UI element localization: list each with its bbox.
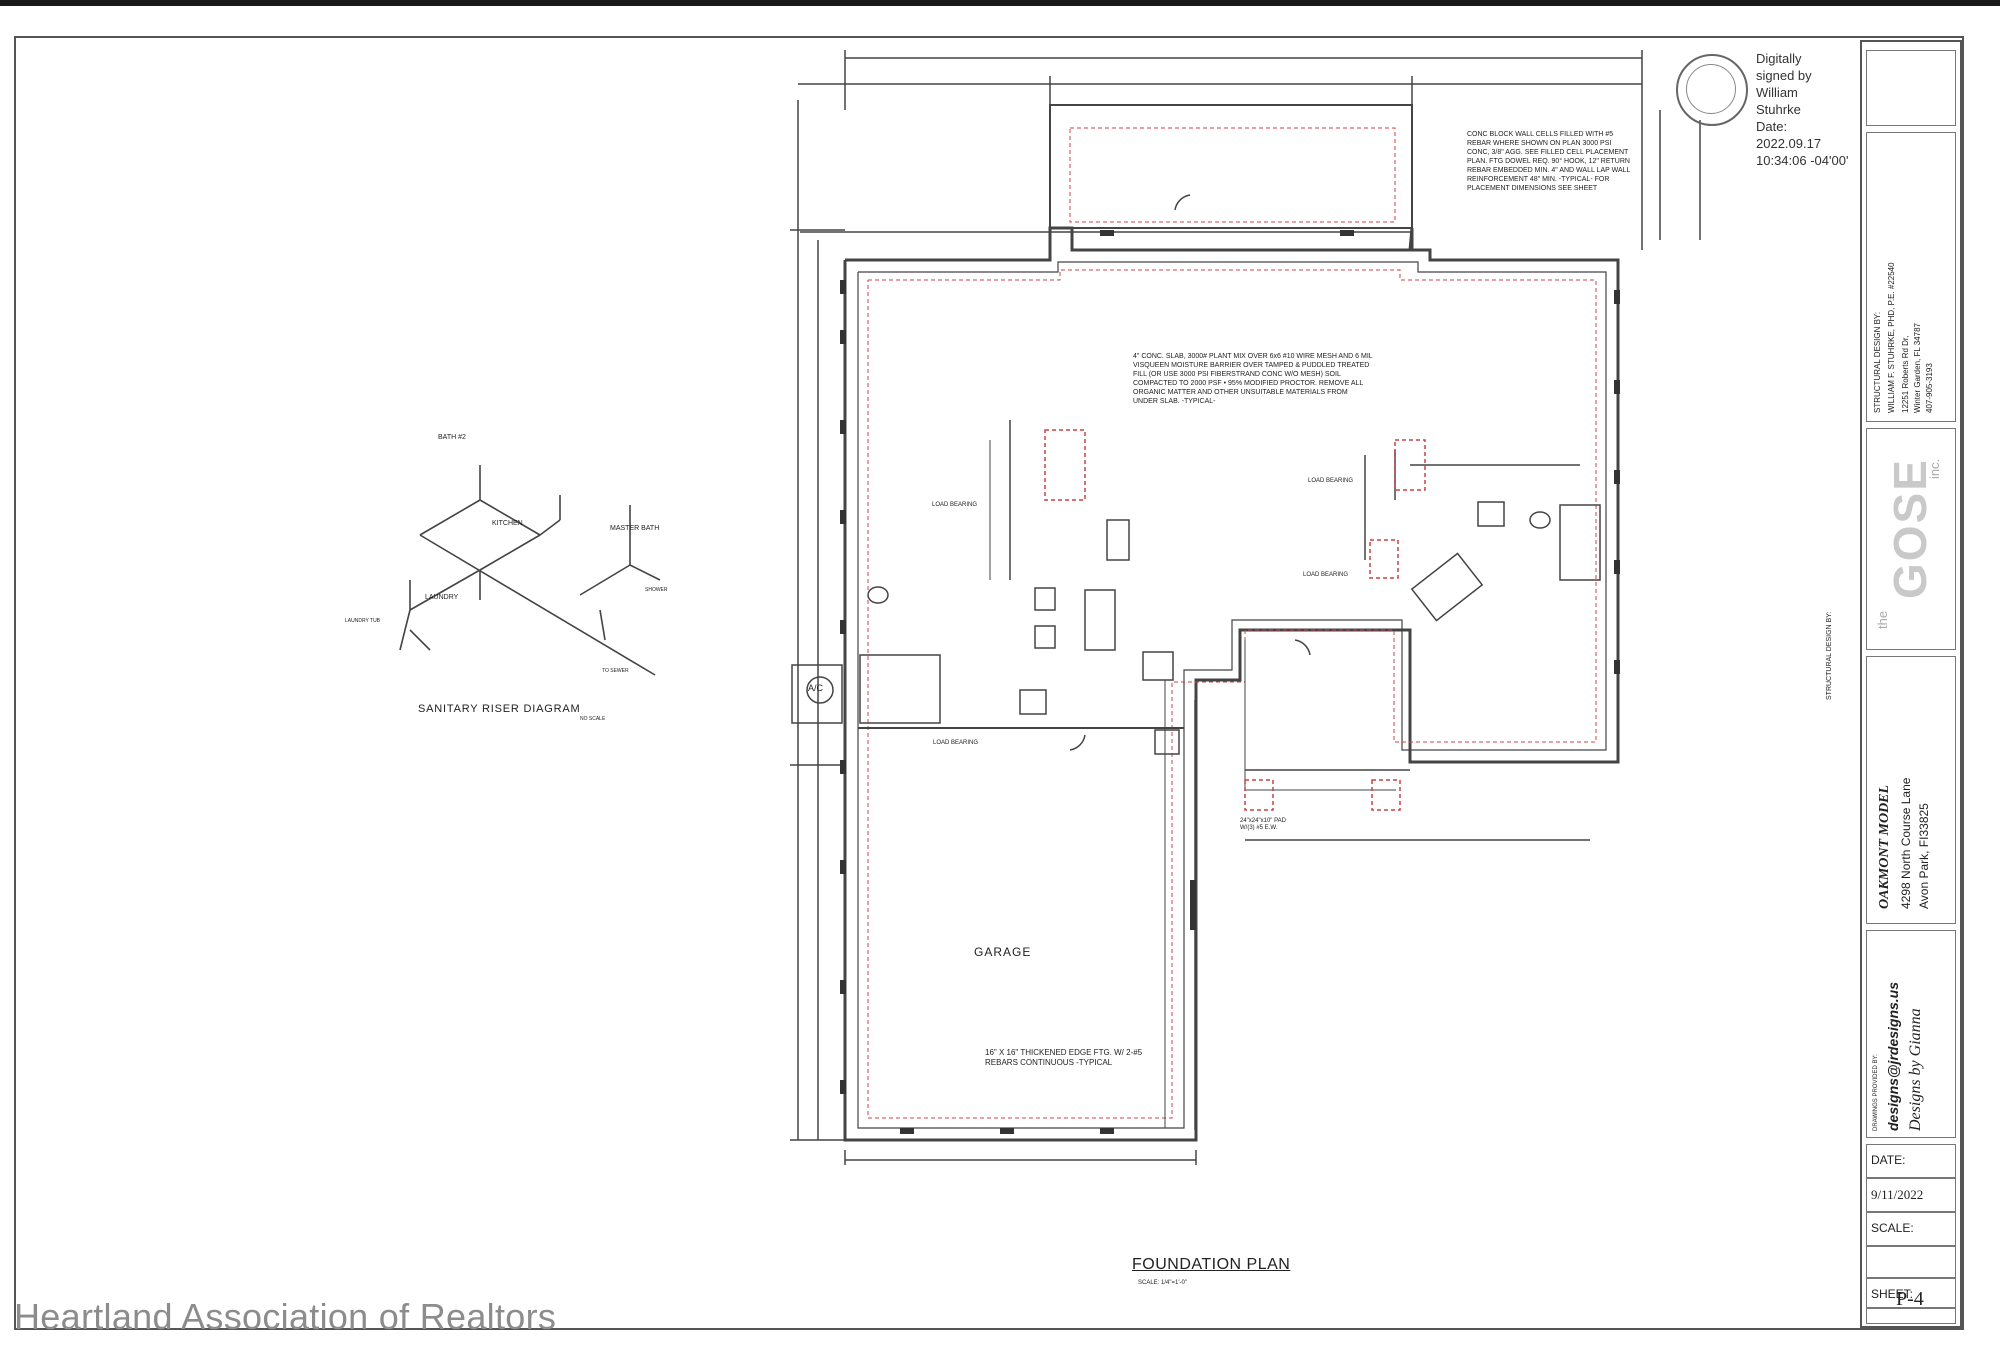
- scale-label: SCALE:: [1871, 1221, 1914, 1235]
- drawings-by-label: DRAWINGS PROVIDED BY:: [1873, 1054, 1879, 1131]
- logo-the: the: [1875, 610, 1890, 629]
- load-bearing-label: LOAD BEARING: [1308, 478, 1354, 484]
- gose-logo: GOSE: [1884, 458, 1936, 599]
- engineer-vertical-note: STRUCTURAL DESIGN BY:: [1826, 611, 1833, 700]
- sheet-number: P-4: [1896, 1288, 1924, 1310]
- project-city: Avon Park, FI33825: [1917, 803, 1931, 909]
- sheet-label: SHEET:: [1871, 1287, 1914, 1301]
- block-wall-note: CONC BLOCK WALL CELLS FILLED WITH #5 REB…: [1467, 131, 1631, 192]
- sanitary-riser-diagram: [399, 465, 661, 676]
- signature-line: Stuhrke: [1756, 102, 1801, 117]
- riser-scale: NO SCALE: [580, 716, 606, 722]
- signature-line: William: [1756, 85, 1798, 100]
- title-block-header-cell: [1866, 50, 1956, 126]
- riser-title: SANITARY RISER DIAGRAM: [418, 703, 581, 715]
- signature-line: Digitally: [1756, 51, 1802, 66]
- engineer-name: WILLIAM F. STUHRKE, PHD, P.E. #22540: [1887, 262, 1896, 413]
- riser-label: TO SEWER: [602, 668, 629, 674]
- date-label: DATE:: [1871, 1153, 1906, 1167]
- garage-label: GARAGE: [974, 945, 1032, 959]
- logo-inc: inc.: [1927, 458, 1942, 479]
- signature-date: 2022.09.17: [1756, 136, 1822, 151]
- riser-label: SHOWER: [645, 587, 668, 593]
- date-value: 9/11/2022: [1871, 1187, 1924, 1202]
- house-outline: [843, 226, 1620, 1142]
- sheet-label-cell: SHEET:: [1866, 1278, 1956, 1308]
- design-by-label: STRUCTURAL DESIGN BY:: [1873, 311, 1882, 413]
- thickened-edge-note: 16" X 16" THICKENED EDGE FTG. W/ 2-#5 RE…: [985, 1048, 1143, 1067]
- ac-label: A/C: [808, 683, 824, 693]
- pad-label: 24"x24"x10" PAD W/(3) #5 E.W.: [1240, 818, 1286, 831]
- load-bearing-label: LOAD BEARING: [932, 502, 978, 508]
- riser-label: KITCHEN: [492, 520, 523, 527]
- load-bearing-label: LOAD BEARING: [1303, 572, 1349, 578]
- rear-porch: [1049, 104, 1413, 229]
- date-label-cell: DATE:: [1866, 1144, 1956, 1178]
- riser-label: LAUNDRY: [425, 594, 459, 601]
- engineer-phone: 407-905-3193: [1925, 363, 1934, 413]
- engineer-address-1: 12251 Roberts Rd Dr,: [1901, 335, 1910, 413]
- plan-title: FOUNDATION PLAN: [1132, 1256, 1291, 1273]
- project-model: OAKMONT MODEL: [1877, 784, 1892, 909]
- signature-line: signed by: [1756, 68, 1812, 83]
- scale-label-cell: SCALE:: [1866, 1212, 1956, 1246]
- drafter-email: designs@jrdesigns.us: [1885, 981, 1901, 1131]
- riser-label: MASTER BATH: [610, 525, 660, 532]
- plan-scale: SCALE: 1/4"=1'-0": [1138, 1280, 1187, 1286]
- drafter-cell: DRAWINGS PROVIDED BY: designs@jrdesigns.…: [1866, 930, 1956, 1138]
- sheet-value-cell: [1866, 1308, 1956, 1324]
- riser-label: BATH #2: [438, 434, 466, 441]
- drafter-signature: Designs by Gianna: [1907, 1008, 1924, 1131]
- window-top-bar: [0, 0, 2000, 6]
- logo-cell: the GOSE inc.: [1866, 428, 1956, 650]
- load-bearing-label: LOAD BEARING: [933, 740, 979, 746]
- digital-signature-block: Digitally signed by William Stuhrke Date…: [1756, 50, 1856, 169]
- scale-value-cell: [1866, 1246, 1956, 1278]
- title-block: STRUCTURAL DESIGN BY: WILLIAM F. STUHRKE…: [1860, 40, 1962, 1328]
- engineer-cell: STRUCTURAL DESIGN BY: WILLIAM F. STUHRKE…: [1866, 132, 1956, 422]
- date-value-cell: 9/11/2022: [1866, 1178, 1956, 1212]
- project-cell: OAKMONT MODEL 4298 North Course Lane Avo…: [1866, 656, 1956, 924]
- project-street: 4298 North Course Lane: [1899, 777, 1913, 909]
- signature-line: Date:: [1756, 119, 1788, 134]
- slab-note: 4" CONC. SLAB, 3000# PLANT MIX OVER 6x6 …: [1133, 353, 1373, 405]
- realtor-watermark: Heartland Association of Realtors: [14, 1296, 557, 1337]
- engineer-seal: [1676, 54, 1748, 126]
- engineer-address-2: Winter Garden, FL 34787: [1913, 323, 1922, 413]
- riser-label: LAUNDRY TUB: [345, 618, 381, 624]
- drawing-sheet-border: [14, 36, 1964, 1330]
- signature-time: 10:34:06 -04'00': [1756, 153, 1849, 168]
